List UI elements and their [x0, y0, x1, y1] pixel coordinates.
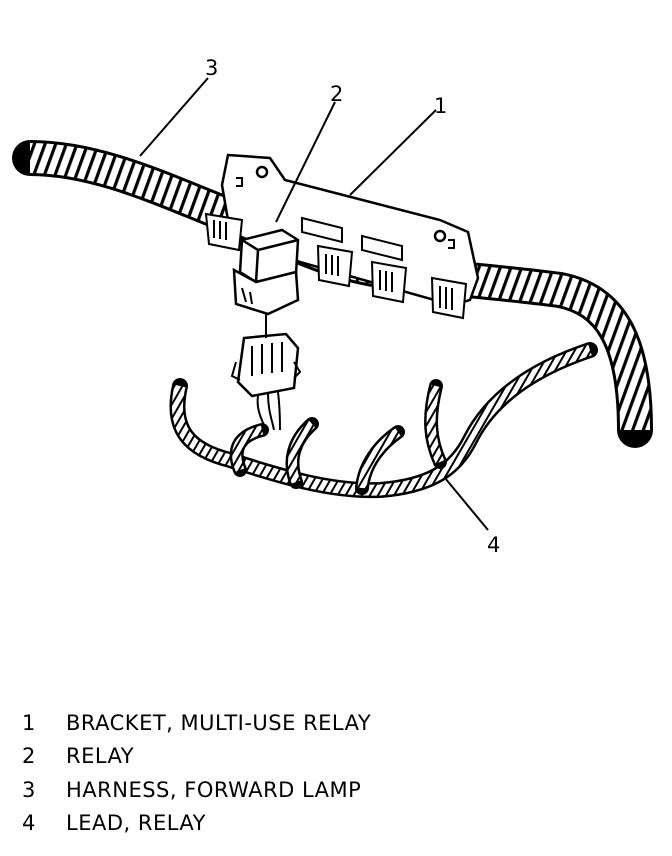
legend: 1 BRACKET, MULTI-USE RELAY 2 RELAY 3 HAR… — [22, 706, 622, 840]
legend-item: 1 BRACKET, MULTI-USE RELAY — [22, 706, 622, 740]
legend-item: 4 LEAD, RELAY — [22, 807, 622, 841]
legend-label: RELAY — [66, 744, 135, 769]
callout-4: 4 — [487, 533, 501, 557]
legend-number: 3 — [22, 777, 36, 802]
legend-label: LEAD, RELAY — [66, 811, 206, 836]
relay-diagram: 1 2 3 4 — [12, 56, 653, 557]
callout-2: 2 — [330, 82, 344, 106]
legend-number: 1 — [22, 710, 36, 735]
legend-number: 2 — [22, 744, 36, 769]
legend-number: 4 — [22, 811, 36, 836]
relay-bracket — [204, 153, 480, 320]
bracket-clip — [204, 212, 468, 320]
relay — [232, 228, 300, 316]
legend-item: 2 RELAY — [22, 740, 622, 774]
relay-lead — [169, 342, 598, 499]
legend-label: BRACKET, MULTI-USE RELAY — [66, 710, 372, 735]
callout-1: 1 — [434, 94, 448, 118]
relay-connector — [230, 314, 302, 431]
leader-lines — [139, 77, 489, 531]
callout-3: 3 — [205, 56, 219, 80]
legend-label: HARNESS, FORWARD LAMP — [66, 777, 362, 802]
legend-item: 3 HARNESS, FORWARD LAMP — [22, 773, 622, 807]
